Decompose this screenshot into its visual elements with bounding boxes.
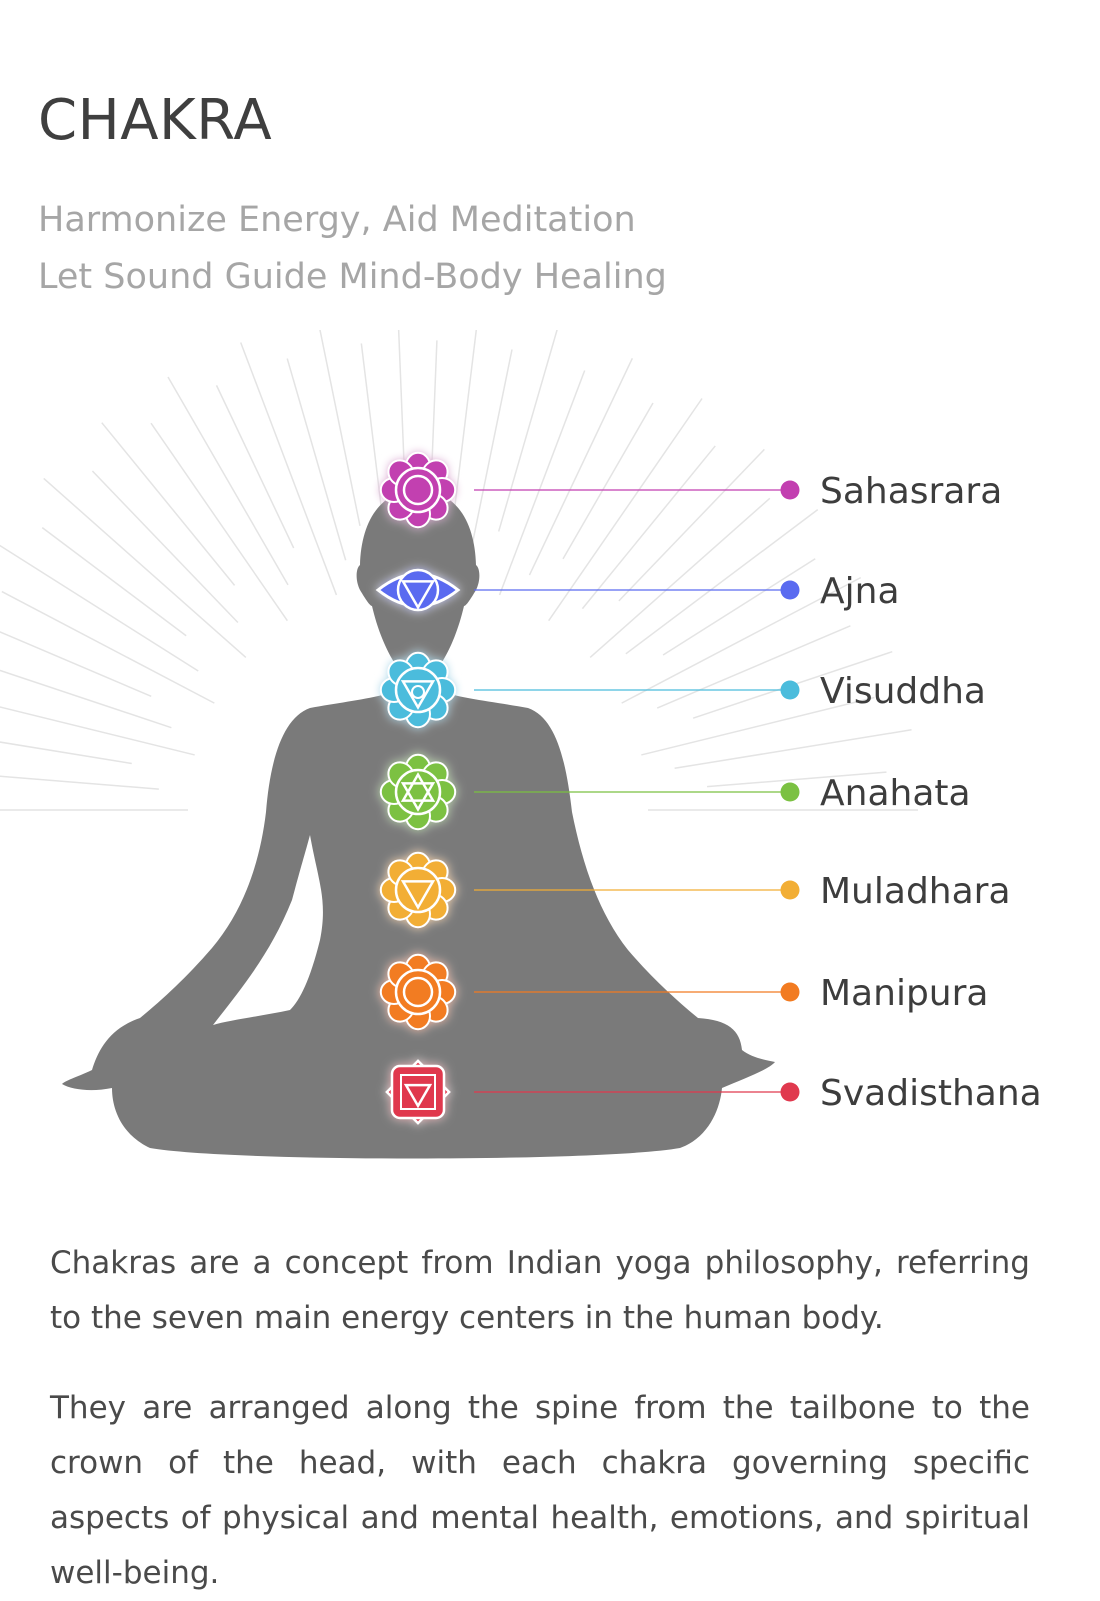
paragraph-detail: They are arranged along the spine from t… [50, 1390, 1030, 1591]
chakra-row-sahasrara: Sahasrara [379, 451, 1002, 529]
chakra-label: Visuddha [820, 671, 986, 712]
chakra-label: Ajna [820, 571, 900, 612]
chakra-dot [780, 782, 800, 802]
eye-triangle-icon [375, 568, 461, 612]
lotus-triangle-circle-icon [379, 651, 457, 729]
lotus-hexagram-icon [379, 753, 457, 831]
chakra-dot [780, 982, 800, 1002]
chakra-diagram: SahasraraAjnaVisuddhaAnahataMuladharaMan… [0, 330, 1042, 1159]
paragraph-intro: Chakras are a concept from Indian yoga p… [50, 1245, 1030, 1336]
radiating-rays [0, 330, 918, 811]
chakra-dot [780, 680, 800, 700]
lotus-circle-icon [379, 953, 457, 1031]
chakra-dot [780, 1082, 800, 1102]
chakra-dot [780, 880, 800, 900]
chakra-label: Anahata [820, 773, 971, 814]
chakra-label: Svadisthana [820, 1073, 1042, 1114]
page-title: CHAKRA [38, 88, 273, 153]
chakra-label: Muladhara [820, 871, 1011, 912]
subtitle-line-2: Let Sound Guide Mind-Body Healing [38, 257, 667, 297]
chakra-row-ajna: Ajna [375, 568, 900, 612]
lotus-circle-icon [379, 451, 457, 529]
chakra-row-svadisthana: Svadisthana [385, 1059, 1042, 1125]
square-triangle-icon [385, 1059, 451, 1125]
chakra-dot [780, 480, 800, 500]
chakra-row-anahata: Anahata [379, 753, 971, 831]
subtitle-line-1: Harmonize Energy, Aid Meditation [38, 200, 636, 240]
chakra-label: Manipura [820, 973, 988, 1014]
chakra-dot [780, 580, 800, 600]
chakra-row-manipura: Manipura [379, 953, 988, 1031]
chakra-row-muladhara: Muladhara [379, 851, 1011, 929]
chakra-label: Sahasrara [820, 471, 1002, 512]
lotus-triangle-icon [379, 851, 457, 929]
chakra-row-visuddha: Visuddha [379, 651, 986, 729]
